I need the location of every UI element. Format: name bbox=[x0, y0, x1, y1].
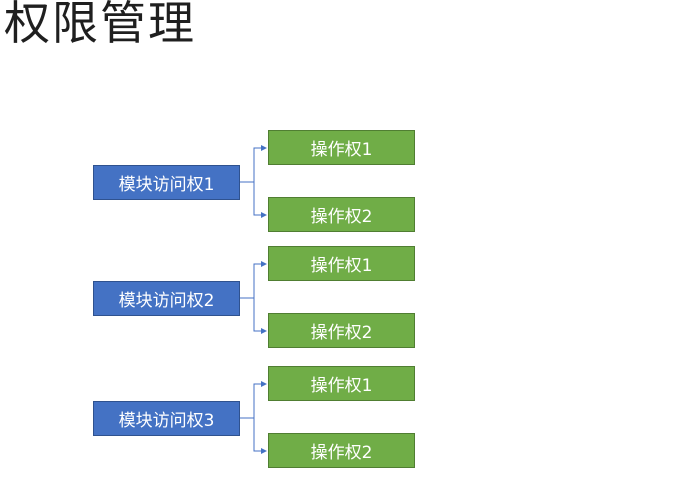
operation-box-2-1: 操作权1 bbox=[268, 246, 415, 281]
connector-group-2 bbox=[240, 261, 267, 334]
module-box-3: 模块访问权3 bbox=[93, 401, 240, 436]
operation-box-3-1: 操作权1 bbox=[268, 366, 415, 401]
connector-group-3 bbox=[240, 381, 267, 454]
operation-box-2-2: 操作权2 bbox=[268, 313, 415, 348]
module-box-1: 模块访问权1 bbox=[93, 165, 240, 200]
operation-box-1-2: 操作权2 bbox=[268, 197, 415, 232]
operation-box-1-1: 操作权1 bbox=[268, 130, 415, 165]
module-box-2: 模块访问权2 bbox=[93, 281, 240, 316]
operation-box-3-2: 操作权2 bbox=[268, 433, 415, 468]
connector-group-1 bbox=[240, 145, 267, 218]
page-title: 权限管理 bbox=[4, 0, 196, 50]
